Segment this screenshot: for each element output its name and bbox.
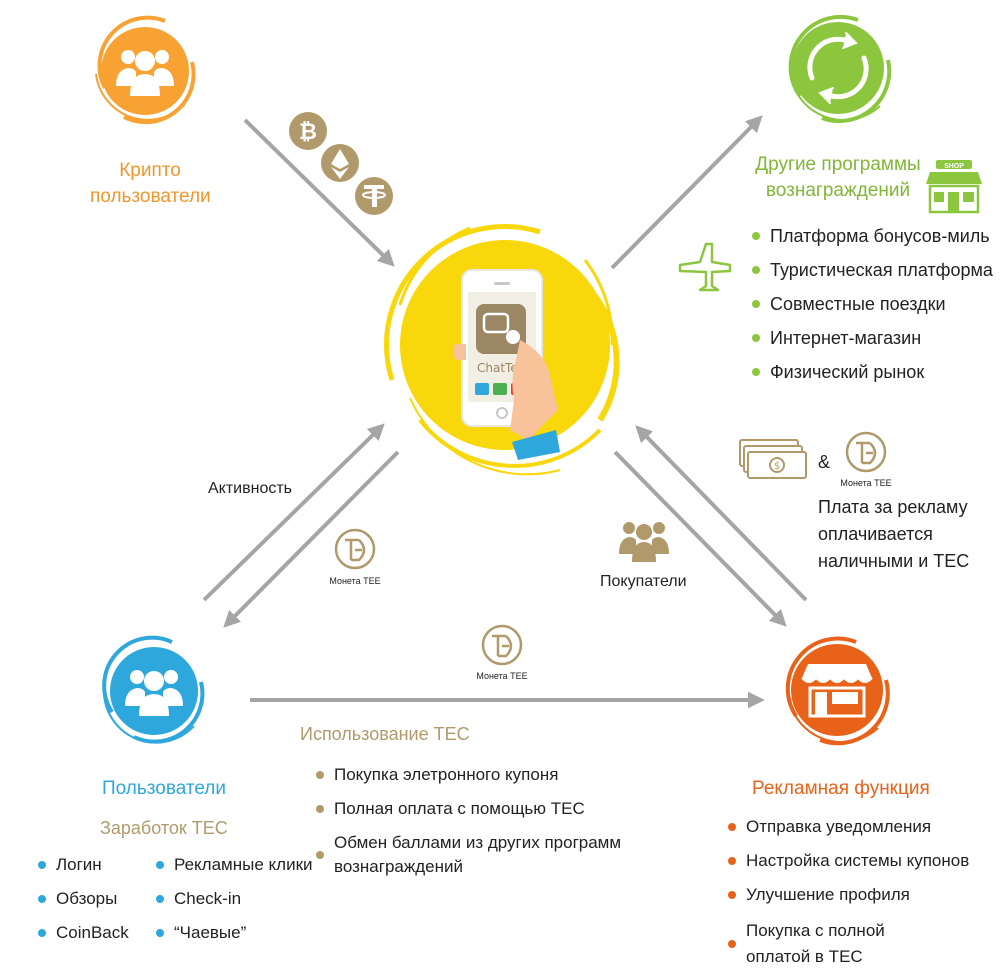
list-item: Полная оплата с помощью TEC <box>316 794 621 823</box>
svg-text:₿: ₿ <box>299 120 317 145</box>
advertising-node <box>785 636 890 746</box>
other-programs-list: Платформа бонусов-миль Туристическая пла… <box>752 219 993 389</box>
activity-label: Активность <box>208 480 293 497</box>
ad-payment-text: Плата за рекламу оплачивается наличными … <box>818 497 970 571</box>
app-node: ChatTe <box>384 224 620 476</box>
list-item: Покупка с полной оплатой в TEC <box>728 918 969 970</box>
tee-coin-icon <box>334 528 376 570</box>
list-item: Отправка уведомления <box>728 810 969 844</box>
airplane-icon <box>678 242 732 292</box>
tee-coin-icon <box>845 431 887 473</box>
coin-caption: Монета TEE <box>329 576 381 586</box>
other-programs-title: Другие программы вознаграждений <box>755 154 921 201</box>
cash-icon: $ <box>739 439 807 479</box>
list-item: Улучшение профиля <box>728 878 969 912</box>
shop-sign-text: SHOP <box>944 163 964 170</box>
shop-icon: SHOP <box>926 160 982 214</box>
list-item: “Чаевые” <box>156 916 313 950</box>
tec-usage-list: Покупка элетронного купоня Полная оплата… <box>316 760 621 879</box>
bitcoin-icon: ₿ <box>289 112 327 150</box>
other-programs-node <box>788 14 892 124</box>
list-item: Настройка системы купонов <box>728 844 969 878</box>
earnings-list-right: Рекламные клики Check-in “Чаевые” <box>156 848 313 950</box>
tether-icon <box>355 177 393 215</box>
refresh-icon <box>807 32 869 104</box>
list-item: Логин <box>38 848 129 882</box>
advertising-title: Рекламная функция <box>752 778 930 799</box>
buyers-group-icon <box>619 522 669 562</box>
users-title: Пользователи <box>102 778 227 799</box>
list-item: Интернет-магазин <box>752 321 993 355</box>
users-icon <box>125 670 183 716</box>
ampersand: & <box>818 452 831 472</box>
hand-icon <box>452 340 560 460</box>
earnings-title: Заработок TEC <box>100 818 228 838</box>
coin-caption: Монета TEE <box>840 478 892 488</box>
list-item: Покупка элетронного купоня <box>316 760 621 789</box>
list-item: Обзоры <box>38 882 129 916</box>
crypto-users-node <box>95 15 196 125</box>
users-node <box>102 635 205 744</box>
ethereum-icon <box>321 144 359 182</box>
list-item: Платформа бонусов-миль <box>752 219 993 253</box>
list-item: Check-in <box>156 882 313 916</box>
buyers-label: Покупатели <box>600 573 687 590</box>
earnings-list-left: Логин Обзоры CoinBack <box>38 848 129 950</box>
storefront-icon <box>801 664 873 718</box>
tec-usage-title: Использование TEC <box>300 724 470 744</box>
arrow-app-to-advertising <box>613 450 787 627</box>
list-item: Совместные поездки <box>752 287 993 321</box>
tee-coin-icon <box>481 624 523 666</box>
arrow-advertising-to-app <box>635 425 808 602</box>
advertising-list: Отправка уведомления Настройка системы к… <box>728 810 969 970</box>
coin-caption: Монета TEE <box>476 671 528 681</box>
users-group-icon <box>116 50 174 96</box>
arrow-app-to-other-programs <box>610 115 763 270</box>
list-item: CoinBack <box>38 916 129 950</box>
list-item: Туристическая платформа <box>752 253 993 287</box>
crypto-users-title: Крипто пользователи <box>90 160 211 207</box>
list-item: Физический рынок <box>752 355 993 389</box>
arrow-app-to-users <box>223 450 400 628</box>
app-name-text: ChatTe <box>477 361 518 375</box>
list-item: Рекламные клики <box>156 848 313 882</box>
arrows <box>202 115 808 709</box>
svg-text:$: $ <box>774 461 780 472</box>
arrow-crypto-to-app <box>243 118 395 267</box>
arrow-users-to-app <box>202 423 385 602</box>
list-item: Обмен баллами из других программ вознагр… <box>316 831 621 879</box>
